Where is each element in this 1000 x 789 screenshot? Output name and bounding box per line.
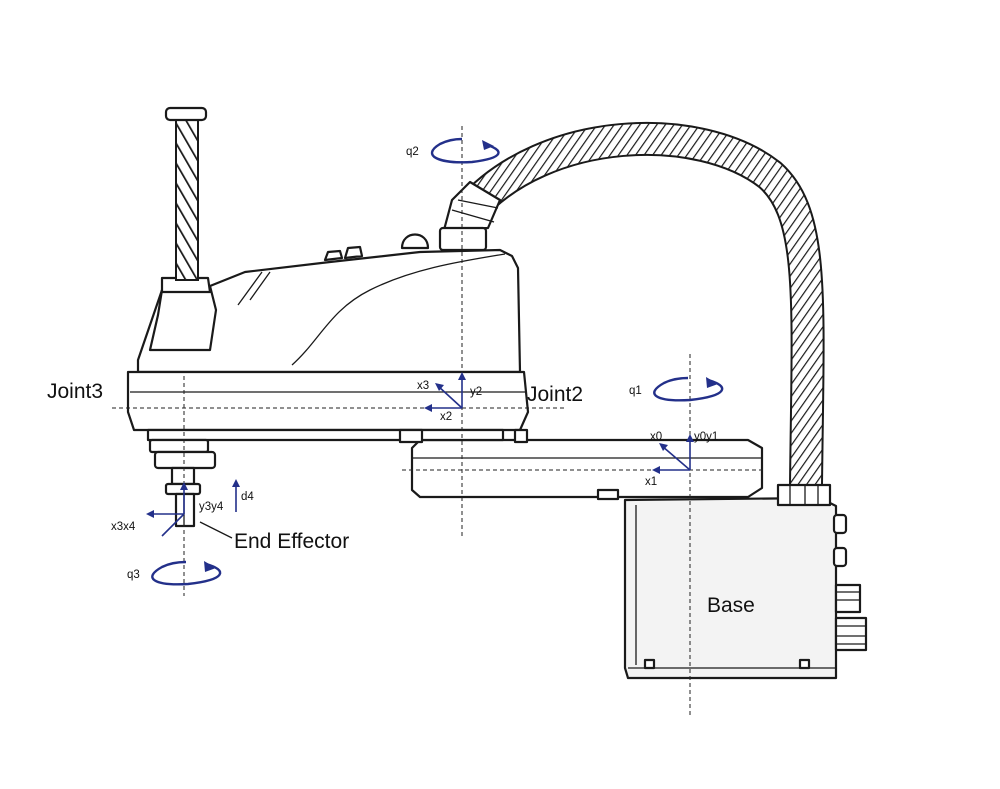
label-x3x4: x3x4 <box>111 521 136 533</box>
label-y0y1: y0y1 <box>694 431 718 443</box>
frame-2-axes <box>424 372 466 412</box>
label-x3: x3 <box>417 380 429 392</box>
rotation-q1-arrow <box>653 376 724 402</box>
label-x1: x1 <box>645 476 657 488</box>
lower-arm <box>410 438 764 501</box>
label-x0: x0 <box>650 431 662 443</box>
label-y3y4: y3y4 <box>199 501 224 513</box>
label-y2: y2 <box>470 386 482 398</box>
label-end-effector: End Effector <box>234 530 349 553</box>
label-joint2: Joint2 <box>527 383 583 406</box>
label-base: Base <box>707 594 755 617</box>
label-q1: q1 <box>629 385 642 397</box>
cable-connector <box>400 180 502 252</box>
end-effector-assembly <box>148 438 217 528</box>
end-effector-leader <box>199 521 233 539</box>
cable-conduit <box>457 121 825 486</box>
rotation-q2-arrow <box>431 137 500 164</box>
reference-lines <box>112 126 766 716</box>
base-connectors <box>832 513 868 652</box>
ball-screw <box>164 106 208 281</box>
rotation-q3-arrow <box>151 560 222 586</box>
robot-base <box>623 483 868 680</box>
label-joint3: Joint3 <box>47 380 103 403</box>
label-q3: q3 <box>127 569 140 581</box>
label-x2: x2 <box>440 411 452 423</box>
label-q2: q2 <box>406 146 419 158</box>
frame-0-1-axes <box>652 434 694 474</box>
frame-3-4-axes <box>146 479 240 537</box>
label-d4: d4 <box>241 491 254 503</box>
upper-arm <box>126 245 530 444</box>
